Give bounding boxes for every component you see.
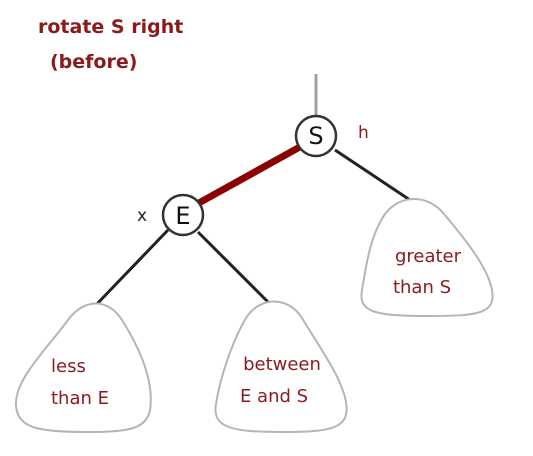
node-e-label: E <box>175 202 190 230</box>
middle-subtree-label-line1: between <box>243 354 321 375</box>
left-subtree-shape <box>14 302 152 434</box>
node-s <box>294 114 338 158</box>
right-subtree-shape <box>360 198 494 318</box>
edge-s-right-subtree <box>334 148 411 202</box>
left-subtree-label-line2: than E <box>51 388 109 409</box>
middle-subtree-shape <box>214 300 348 434</box>
edge-e-left-subtree <box>93 228 170 308</box>
edge-e-middle-subtree <box>196 230 270 304</box>
node-e <box>161 193 205 237</box>
node-e-annotation: x <box>137 206 147 226</box>
diagram-title-line2: (before) <box>50 51 137 73</box>
right-subtree-label-line1: greater <box>395 246 462 267</box>
node-s-annotation: h <box>358 123 369 143</box>
right-subtree-label-line2: than S <box>393 277 451 298</box>
middle-subtree-label-line2: E and S <box>240 386 308 407</box>
highlighted-link-s-e <box>193 144 302 208</box>
node-s-label: S <box>308 122 323 150</box>
left-subtree-label-line1: less <box>51 356 86 377</box>
diagram-title-line1: rotate S right <box>38 16 183 38</box>
